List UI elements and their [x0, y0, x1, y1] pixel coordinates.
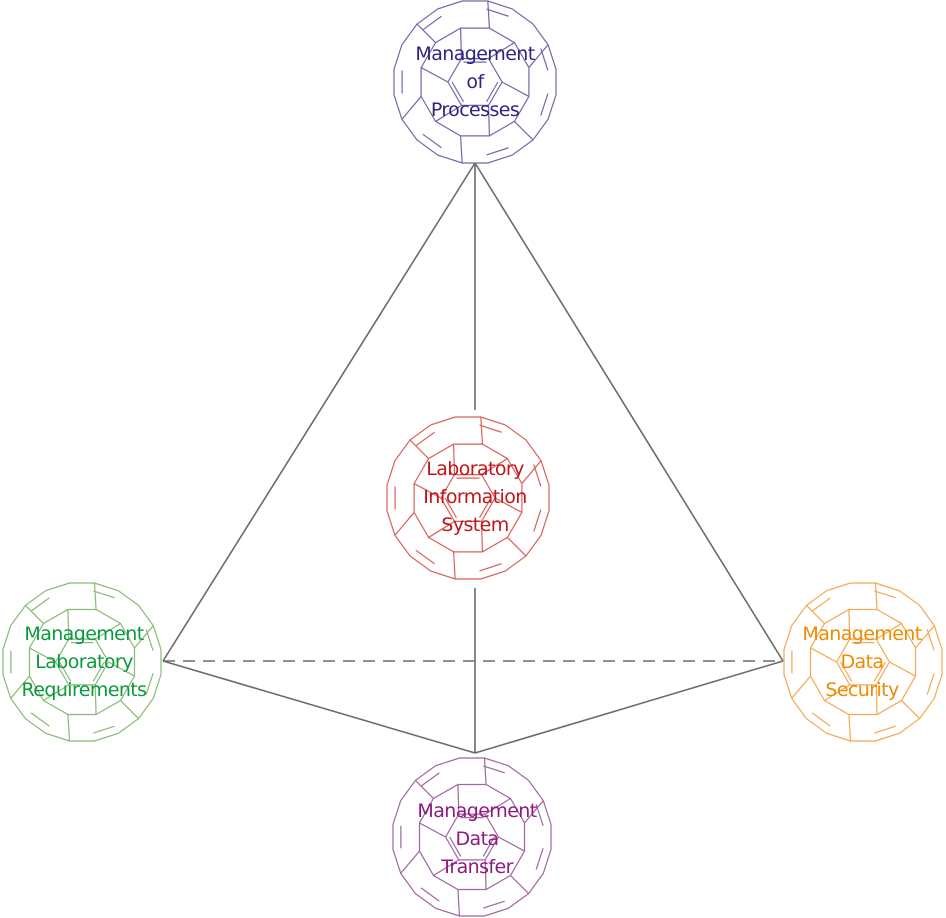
- label-line: Management: [417, 800, 537, 822]
- node-label-processes: Management of Processes: [415, 40, 535, 124]
- label-line: Security: [825, 679, 899, 701]
- label-line: System: [441, 514, 509, 536]
- label-line: Laboratory: [426, 458, 524, 480]
- edge-lab-requirements-to-data-transfer: [162, 660, 476, 754]
- label-line: Management: [24, 623, 144, 645]
- node-label-data-security: Management Data Security: [802, 620, 922, 704]
- edge-processes-to-data-security: [474, 162, 784, 662]
- node-label-data-transfer: Management Data Transfer: [417, 797, 537, 881]
- label-line: Data: [840, 651, 885, 673]
- edge-processes-to-lab-requirements: [162, 162, 476, 662]
- ball-icon-lis: [386, 416, 550, 580]
- label-line: Requirements: [21, 679, 148, 701]
- node-label-lab-requirements: Management Laboratory Requirements: [21, 620, 148, 704]
- node-label-lis: Laboratory Information System: [423, 455, 527, 539]
- ball-icon-lab-requirements: [2, 582, 162, 742]
- label-line: Transfer: [441, 856, 513, 878]
- label-line: Data: [455, 828, 500, 850]
- ball-icon-data-security: [783, 582, 943, 742]
- ball-icon-processes: [393, 0, 557, 164]
- label-line: of: [466, 71, 484, 93]
- edges: [162, 162, 784, 754]
- label-line: Information: [423, 486, 527, 508]
- label-line: Management: [802, 623, 922, 645]
- label-line: Laboratory: [35, 651, 133, 673]
- ball-icon-data-transfer: [392, 757, 552, 917]
- edge-data-transfer-to-data-security: [474, 660, 784, 754]
- label-line: Processes: [430, 99, 520, 121]
- label-line: Management: [415, 43, 535, 65]
